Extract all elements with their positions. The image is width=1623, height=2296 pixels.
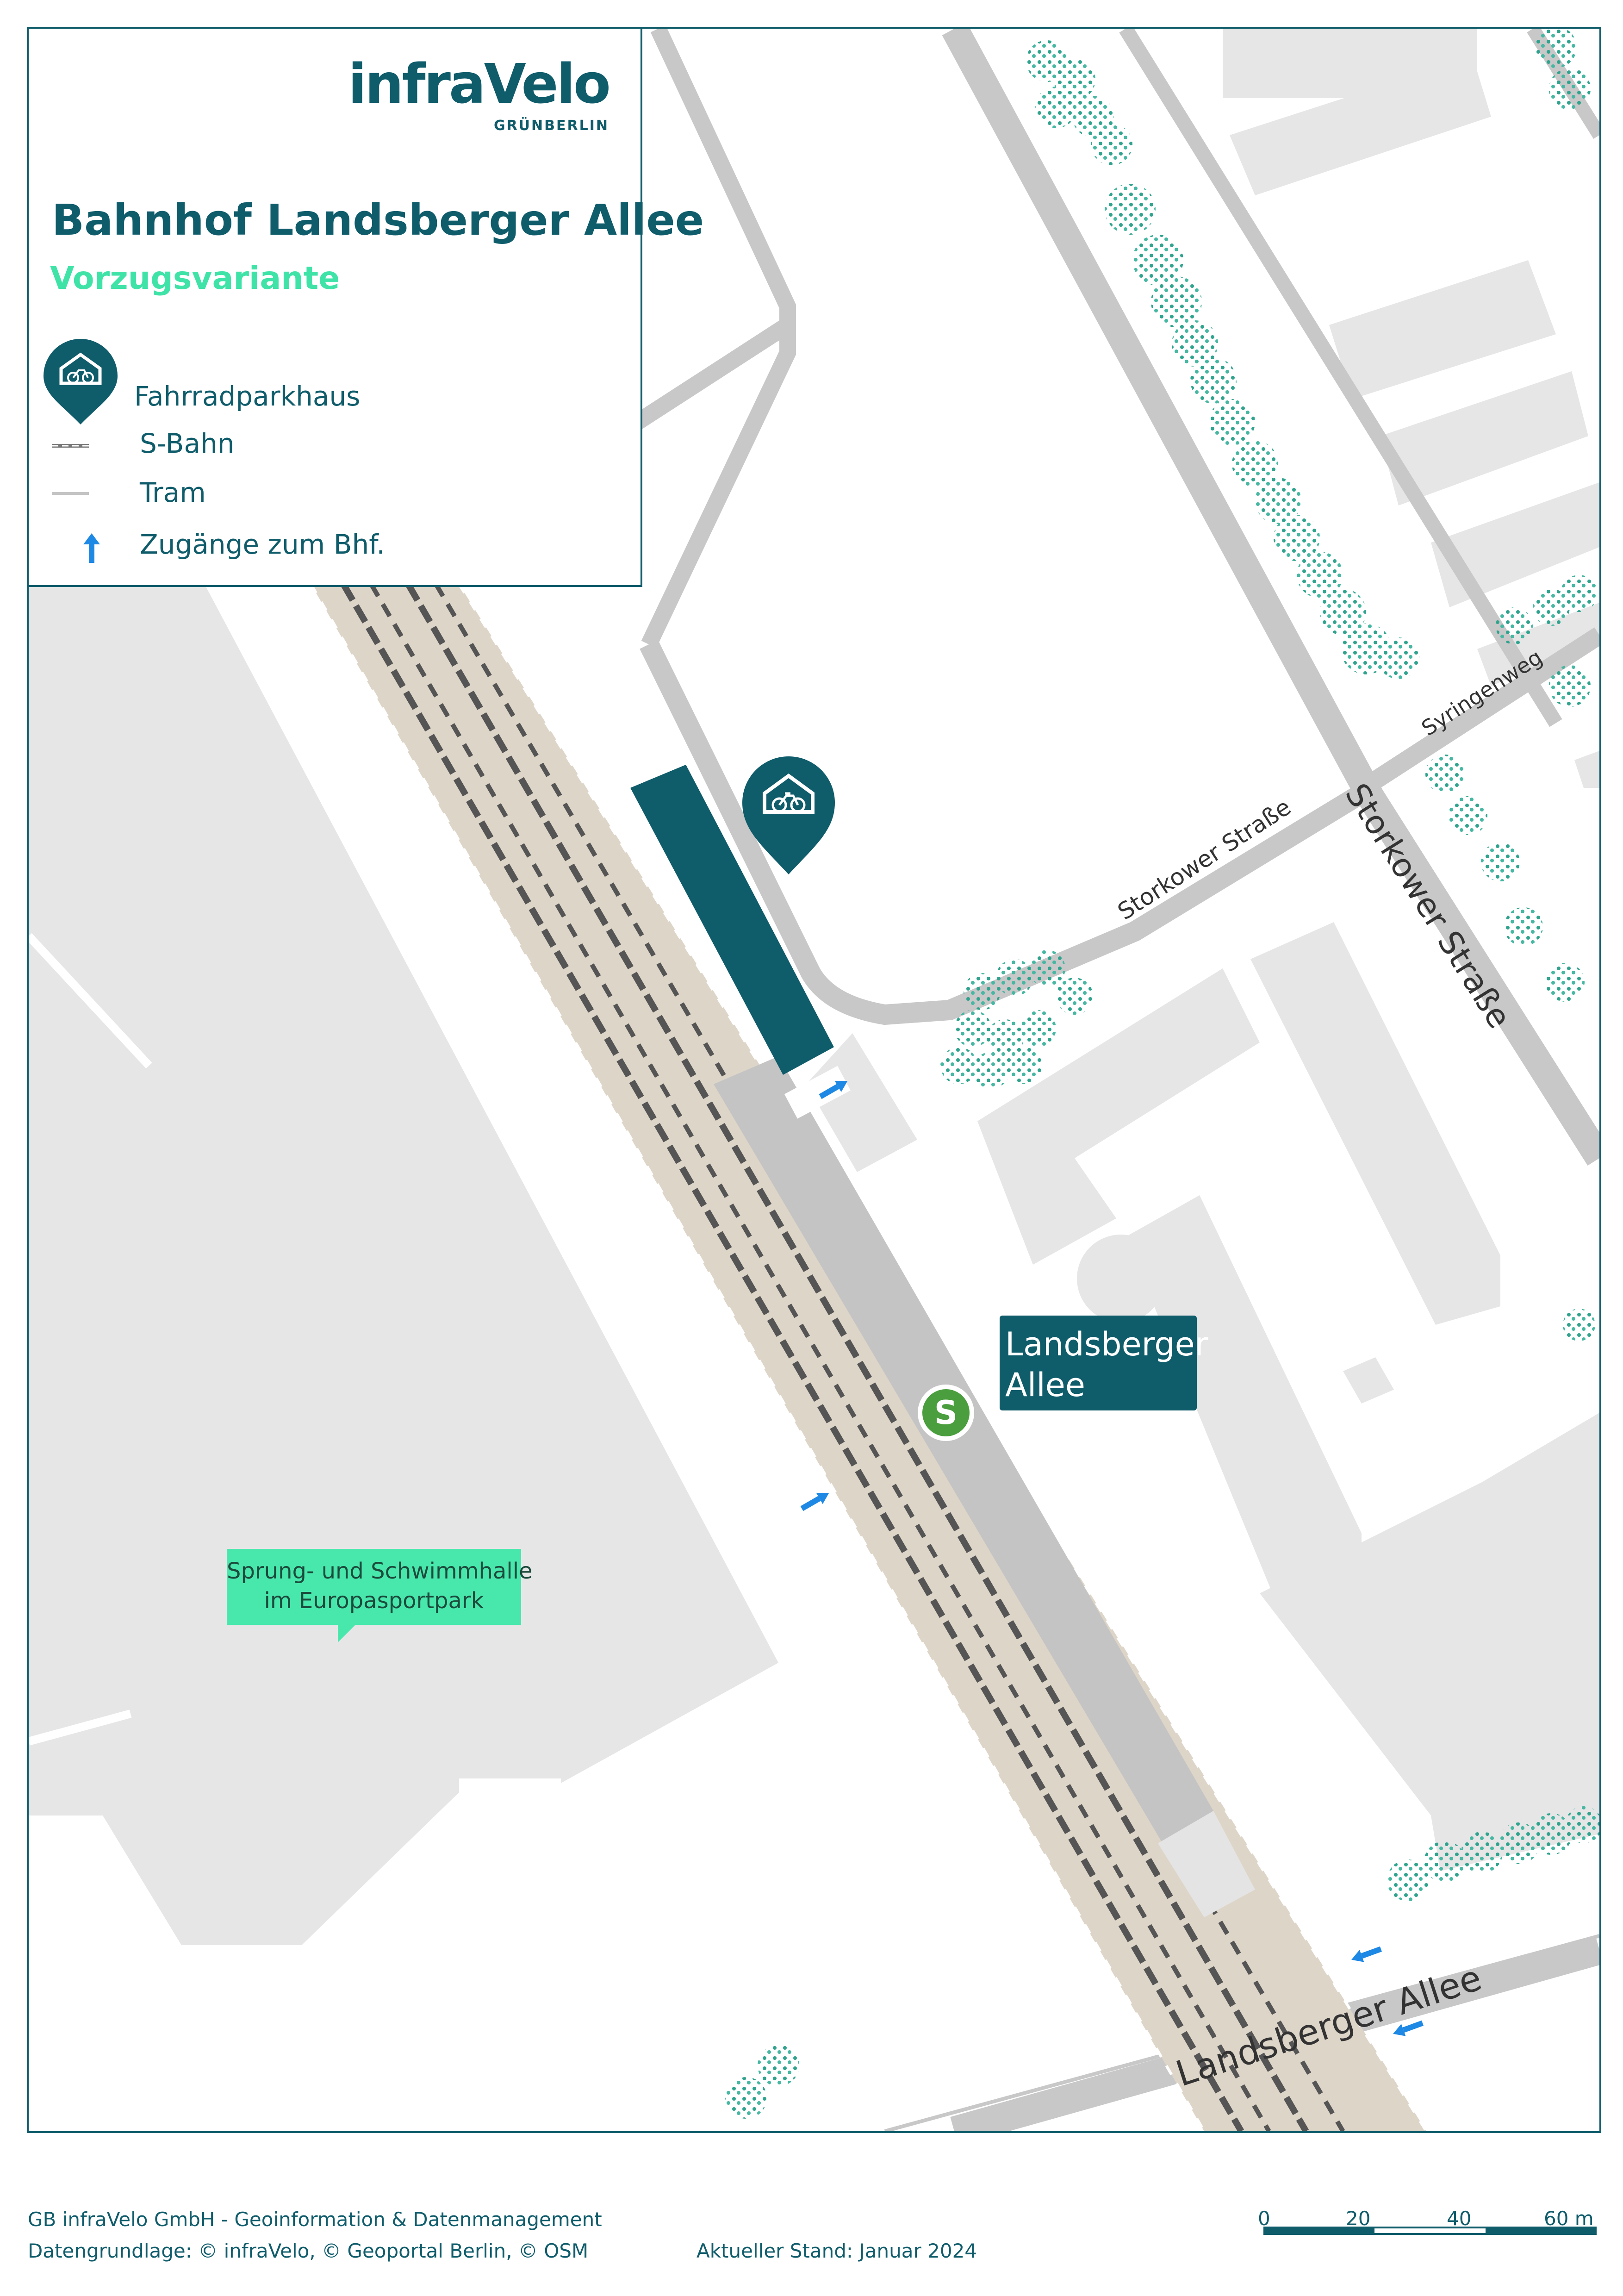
station-label-line1: Landsberger — [1005, 1325, 1208, 1363]
footer-sources: Datengrundlage: © infraVelo, © Geoportal… — [28, 2240, 589, 2262]
access-arrow-north — [819, 1080, 848, 1099]
building-ne-4 — [1380, 371, 1588, 505]
bike-parking-pin-icon — [742, 756, 835, 874]
legend-label-tram: Tram — [140, 477, 206, 508]
trees — [725, 29, 1599, 2119]
station-label: Landsberger Allee — [1000, 1316, 1208, 1410]
map-subtitle: Vorzugsvariante — [50, 260, 340, 297]
road-west-path — [641, 29, 796, 648]
access-arrows — [800, 1080, 1424, 2036]
station-label-line2: Allee — [1005, 1366, 1085, 1404]
sbahn-station-badge: S — [918, 1385, 974, 1441]
road-storkower-small — [640, 640, 1376, 1025]
scale-bar — [1263, 2227, 1597, 2235]
poi-label-pointer — [338, 1624, 356, 1642]
building-ne-2 — [1230, 56, 1491, 195]
road-northwest-branch — [626, 318, 792, 434]
footer-status: Aktueller Stand: Januar 2024 — [696, 2240, 977, 2262]
building-mid-1 — [1250, 922, 1500, 1325]
scale-label-60: 60 m — [1544, 2207, 1594, 2230]
sbahn-badge-letter: S — [934, 1394, 958, 1432]
scale-label-40: 40 — [1447, 2207, 1472, 2230]
minor-paths — [29, 933, 152, 1746]
bike-parking-pin-icon — [44, 339, 118, 424]
legend-label-fahrradparkhaus: Fahrradparkhaus — [134, 381, 361, 412]
road-syringenweg — [1366, 627, 1599, 791]
building-mid-2 — [977, 968, 1260, 1265]
platform-stair — [784, 1066, 851, 1119]
tram-line-symbol — [52, 492, 89, 495]
map-title: Bahnhof Landsberger Allee — [52, 195, 704, 245]
fahrradparkhaus-building — [630, 765, 834, 1075]
building-ne-7 — [1574, 751, 1599, 788]
logo-tagline: GRÜNBERLIN — [493, 118, 609, 134]
legend-label-zugaenge: Zugänge zum Bhf. — [140, 529, 385, 560]
footer-company: GB infraVelo GmbH - Geoinformation & Dat… — [28, 2208, 602, 2231]
map-canvas: S — [27, 27, 1601, 2133]
poi-label-line1: Sprung- und Schwimmhalle — [227, 1558, 533, 1584]
legend-label-sbahn: S-Bahn — [140, 428, 235, 459]
access-arrow-south-1 — [1351, 1946, 1382, 1962]
rail-side-lines — [310, 583, 1428, 2131]
building-east — [1260, 1413, 1599, 1871]
building-mid-3 — [1126, 1195, 1362, 1607]
roads — [626, 29, 1599, 2131]
building-ne-6 — [1477, 603, 1599, 686]
scale-label-20: 20 — [1346, 2207, 1371, 2230]
platform-end-south — [1158, 1811, 1255, 1917]
infravelo-logo: infraVelo — [348, 52, 611, 116]
arrow-up-icon — [83, 533, 100, 563]
building-mid-4 — [1343, 1357, 1394, 1404]
legend-panel: infraVelo GRÜNBERLIN Bahnhof Landsberger… — [27, 27, 704, 587]
sbahn-line-symbol — [52, 444, 89, 448]
building-europasportpark — [29, 584, 778, 1945]
scale-label-0: 0 — [1258, 2207, 1270, 2230]
access-arrow-west — [800, 1492, 829, 1511]
road-footpath-east — [1119, 29, 1562, 727]
access-arrow-south-2 — [1393, 2020, 1424, 2036]
poi-label-line2: im Europasportpark — [264, 1588, 484, 1614]
map-graphics: S — [29, 29, 1599, 2131]
building-ne-3 — [1329, 260, 1556, 399]
poi-label-schwimmhalle: Sprung- und Schwimmhalle im Europasportp… — [227, 1549, 533, 1625]
sbahn-platform — [714, 1056, 1213, 1843]
